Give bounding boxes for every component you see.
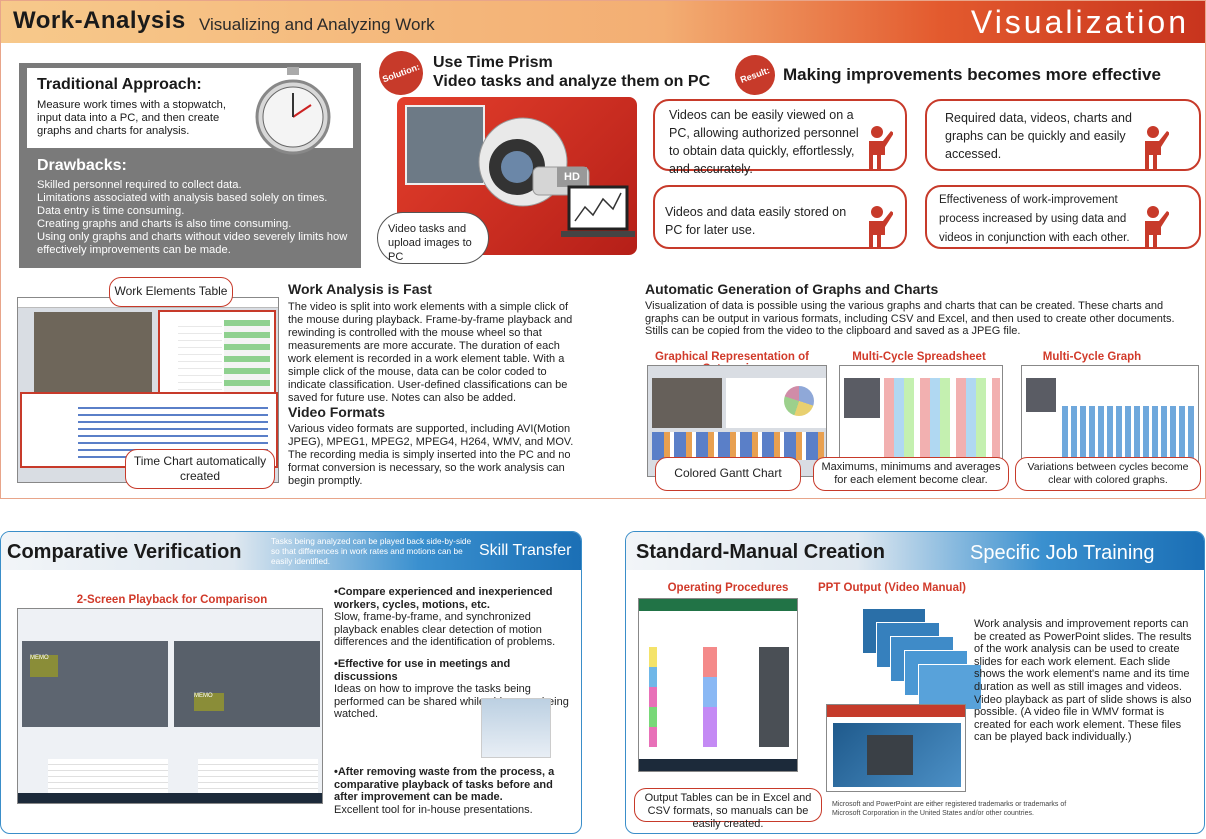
result-title: Making improvements becomes more effecti… xyxy=(783,65,1161,84)
manual-text: Work analysis and improvement reports ca… xyxy=(974,618,1192,744)
procedures-screenshot xyxy=(638,598,798,772)
bullet-heading: •After removing waste from the process, … xyxy=(334,766,555,803)
drawback-item: Using only graphs and charts without vid… xyxy=(37,231,348,256)
callout-work-elements: Work Elements Table xyxy=(109,277,233,307)
solution-title-line2: Video tasks and analyze them on PC xyxy=(433,73,711,90)
label-graph: Multi-Cycle Graph xyxy=(1042,351,1142,363)
trademark-text: Microsoft and PowerPoint are either regi… xyxy=(832,801,1067,817)
drawbacks-list: Skilled personnel required to collect da… xyxy=(37,179,357,257)
job-training-title: Specific Job Training xyxy=(970,542,1155,564)
person-pointing-icon xyxy=(869,206,893,249)
callout-time-chart: Time Chart automatically created xyxy=(125,449,275,489)
comparative-bullet: •Compare experienced and inexperienced w… xyxy=(334,586,574,649)
meeting-photo xyxy=(481,698,551,758)
ppt-slide-main xyxy=(826,704,966,792)
traditional-text: Measure work times with a stopwatch, inp… xyxy=(37,99,227,137)
comparative-bullet: •After removing waste from the process, … xyxy=(334,766,574,816)
drawback-item: Data entry is time consuming. xyxy=(37,205,185,217)
result-box: Videos can be easily viewed on a PC, all… xyxy=(653,99,907,176)
bubble-gantt: Colored Gantt Chart xyxy=(655,457,801,491)
label-spreadsheet: Multi-Cycle Spreadsheet xyxy=(852,351,986,363)
bubble-graph: Variations between cycles become clear w… xyxy=(1015,457,1201,491)
section-subtitle: Visualizing and Analyzing Work xyxy=(199,15,435,34)
bullet-body: Slow, frame-by-frame, and synchronized p… xyxy=(334,611,556,648)
comparative-title: Comparative Verification xyxy=(7,541,242,563)
work-analysis-section: Work-Analysis Visualizing and Analyzing … xyxy=(0,0,1206,499)
operating-procedures-label: Operating Procedures xyxy=(667,582,789,594)
auto-text: Visualization of data is possible using … xyxy=(645,300,1175,337)
two-screen-screenshot: MEMO MEMO xyxy=(17,608,323,804)
comparative-section: Comparative Verification Tasks being ana… xyxy=(0,531,582,834)
person-pointing-icon xyxy=(1145,126,1169,169)
manual-section: Standard-Manual Creation Specific Job Tr… xyxy=(625,531,1205,834)
procedures-bubble: Output Tables can be in Excel and CSV fo… xyxy=(634,788,822,830)
two-screen-label: 2-Screen Playback for Comparison xyxy=(76,594,268,606)
worker-photo xyxy=(405,105,485,185)
result-box: Required data, videos, charts and graphs… xyxy=(925,99,1201,171)
section-header-bar: Work-Analysis Visualizing and Analyzing … xyxy=(1,1,1205,43)
comparative-header-bar xyxy=(1,532,581,570)
solution-title: Use Time Prism Video tasks and analyze t… xyxy=(433,53,710,91)
drawback-item: Limitations associated with analysis bas… xyxy=(37,192,328,204)
skill-transfer-title: Skill Transfer xyxy=(479,542,572,559)
solution-title-line1: Use Time Prism xyxy=(433,54,553,71)
bullet-heading: •Effective for use in meetings and discu… xyxy=(334,658,511,683)
comparative-note: Tasks being analyzed can be played back … xyxy=(271,536,472,566)
drawbacks-heading: Drawbacks: xyxy=(37,157,127,174)
drawback-item: Skilled personnel required to collect da… xyxy=(37,179,242,191)
bullet-body: Excellent tool for in-house presentation… xyxy=(334,803,533,816)
bullet-heading: •Compare experienced and inexperienced w… xyxy=(334,586,553,611)
camera-icon xyxy=(478,117,590,207)
hd-label: HD xyxy=(557,167,587,187)
drawback-item: Creating graphs and charts is also time … xyxy=(37,218,292,230)
result-box: Videos and data easily stored on PC for … xyxy=(653,185,907,249)
memo-label: MEMO xyxy=(194,693,224,711)
video-formats-text: Various video formats are supported, inc… xyxy=(288,423,574,487)
bubble-spreadsheet: Maximums, minimums and averages for each… xyxy=(813,457,1009,491)
ppt-slide xyxy=(918,664,982,710)
video-formats-heading: Video Formats xyxy=(288,404,385,420)
traditional-heading: Traditional Approach: xyxy=(37,76,202,93)
laptop-icon xyxy=(561,185,635,237)
visualization-title: Visualization xyxy=(970,4,1189,40)
solution-bubble: Video tasks and upload images to PC xyxy=(377,212,489,264)
auto-heading: Automatic Generation of Graphs and Chart… xyxy=(645,281,939,297)
person-pointing-icon xyxy=(1145,206,1169,249)
manual-header-bar xyxy=(626,532,1204,570)
manual-title: Standard-Manual Creation xyxy=(636,541,885,563)
stopwatch-icon xyxy=(255,67,331,155)
ppt-output-label: PPT Output (Video Manual) xyxy=(817,582,966,594)
solution-badge: Solution: xyxy=(372,44,430,102)
work-fast-text: The video is split into work elements wi… xyxy=(288,301,573,404)
memo-label: MEMO xyxy=(30,655,58,677)
result-badge: Result: xyxy=(729,49,781,101)
person-pointing-icon xyxy=(869,126,893,169)
work-fast-heading: Work Analysis is Fast xyxy=(288,281,432,297)
section-title: Work-Analysis xyxy=(13,7,186,34)
